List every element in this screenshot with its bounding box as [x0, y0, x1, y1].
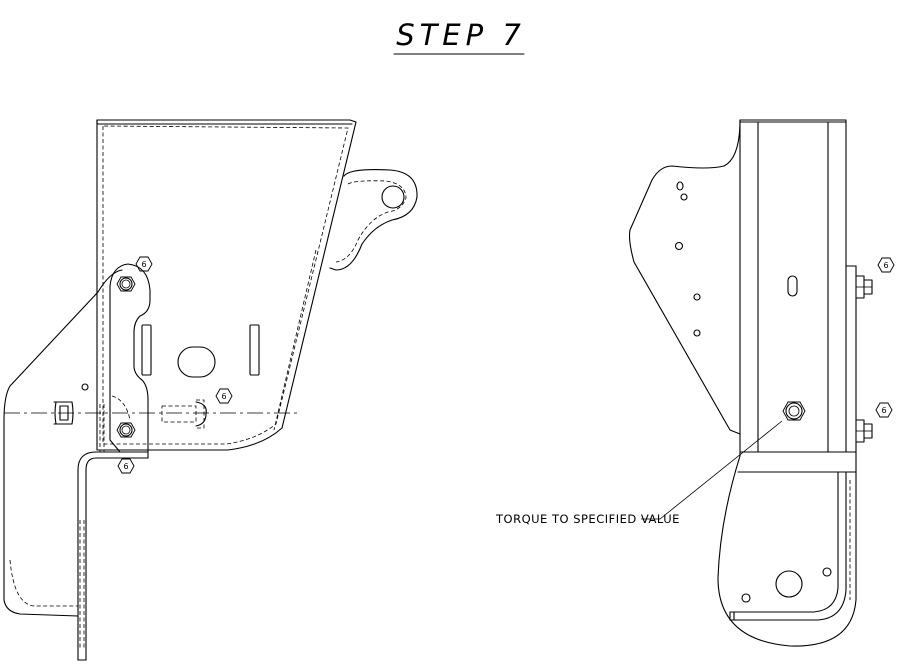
left-side-plate-inner [9, 559, 78, 607]
left-angle-leg [77, 451, 149, 661]
right-hole-2 [680, 193, 688, 201]
right-hole-5 [693, 329, 701, 337]
left-oval-hole [177, 346, 216, 378]
torque-bolt [782, 401, 806, 421]
left-view [3, 119, 418, 661]
torque-annotation: TORQUE TO SPECIFIED VALUE [495, 512, 680, 526]
callout-right-top: 6 [877, 257, 895, 273]
callout-right-bottom: 6 [875, 402, 893, 418]
left-bolt-top [116, 276, 136, 292]
left-bracket-dashed [99, 395, 131, 452]
callout-text: 6 [883, 261, 888, 270]
right-lower-inner [729, 471, 847, 621]
callout-left-bottom: 6 [117, 458, 135, 474]
left-main-plate-inner [102, 125, 349, 445]
left-main-plate [96, 119, 357, 451]
callout-text: 6 [141, 260, 146, 269]
right-lower-big-hole [775, 570, 803, 598]
right-hole-3 [674, 241, 684, 251]
callout-left-bolt: 6 [215, 388, 233, 404]
right-lower-inner2 [729, 471, 839, 613]
left-slot-2 [249, 324, 260, 376]
right-lower-slot [729, 611, 735, 621]
leader-line [641, 420, 783, 520]
right-bolt-upper [855, 275, 873, 299]
left-angle-dash [79, 520, 85, 650]
callout-text: 6 [123, 462, 128, 471]
left-pivot-ear [329, 169, 418, 271]
right-view [628, 119, 873, 647]
right-channel-outer [717, 119, 857, 647]
left-small-hole [81, 383, 89, 391]
right-lower-small-hole1 [741, 593, 751, 603]
left-bolt-bottom [116, 422, 136, 438]
right-hole-4 [693, 293, 701, 301]
right-mount-plate [628, 119, 741, 435]
left-main-plate-inner2 [273, 249, 317, 431]
right-lower-small-hole2 [822, 567, 832, 577]
step-title: STEP 7 [396, 18, 526, 52]
callout-text: 6 [221, 392, 226, 401]
left-slot-1 [141, 324, 152, 376]
left-side-plate [3, 269, 123, 617]
left-bolt-nut [195, 401, 207, 427]
callout-left-top: 6 [135, 256, 153, 272]
left-bracket [109, 263, 151, 453]
pivot-hole [381, 185, 405, 209]
left-pivot-ear-inner [335, 180, 407, 263]
right-channel-slot [787, 275, 798, 297]
left-hidden-bolt [161, 399, 205, 429]
callout-text: 6 [881, 406, 886, 415]
left-top-tab [96, 119, 353, 125]
right-hole-1 [676, 181, 684, 191]
right-bolt-lower [855, 419, 873, 443]
